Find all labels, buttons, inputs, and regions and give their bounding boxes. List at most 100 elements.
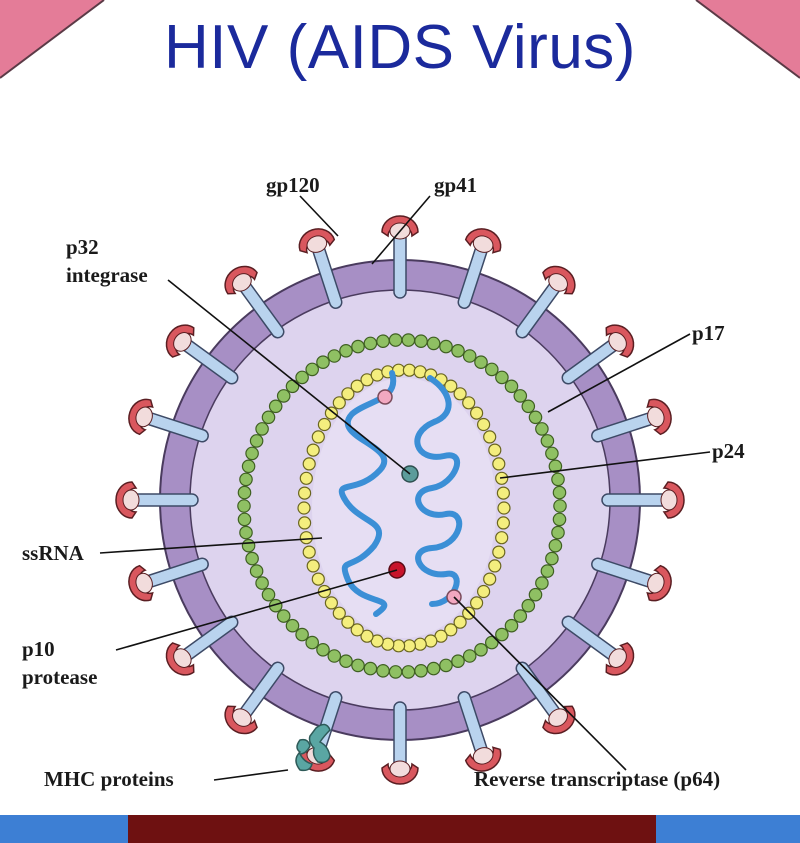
label-p32: p32 [66, 235, 99, 259]
p17-bead [237, 499, 251, 513]
gp120-knob [548, 273, 568, 292]
p17-bead [551, 472, 565, 487]
p17-bead [255, 422, 269, 436]
p17-bead [474, 642, 488, 657]
p24-bead [477, 584, 491, 599]
p24-bead [462, 396, 476, 410]
hiv-virus-diagram: gp120 gp41 p32 integrase p17 p24 ssRNA p… [22, 173, 745, 791]
p24-bead [297, 501, 311, 515]
gp120-knob [173, 332, 192, 352]
label-protease: protease [22, 665, 97, 689]
p24-bead [477, 417, 491, 432]
p17-bead [261, 587, 276, 602]
gp120-knob [647, 572, 665, 594]
p24-bead [302, 545, 316, 559]
gp120-knob [232, 273, 252, 292]
leader-mhc [213, 769, 289, 781]
p17-bead [245, 551, 259, 566]
p17-bead [426, 336, 441, 351]
gp120-knob [306, 235, 328, 253]
p17-bead [495, 370, 509, 385]
leader-p32 [167, 279, 411, 475]
p17-bead [504, 379, 519, 394]
p17-bead [255, 576, 269, 590]
p17-bead [484, 362, 499, 377]
p17-bead [504, 618, 519, 633]
p17-bead [528, 410, 543, 425]
p24-bead [324, 596, 338, 610]
p17-bead [276, 609, 291, 623]
p24-bead [453, 387, 467, 401]
p17-bead [351, 339, 365, 354]
label-gp41: gp41 [434, 173, 477, 197]
p24-bead [470, 596, 484, 610]
p24-bead [298, 486, 312, 500]
glycoprotein-spike [591, 398, 672, 443]
ssrna-strand-right [414, 375, 463, 607]
label-mhc-proteins: MHC proteins [44, 767, 174, 791]
corner-decoration-left [0, 0, 105, 79]
p17-bead [535, 422, 549, 436]
label-reverse-transcriptase: Reverse transcriptase (p64) [474, 767, 720, 791]
p17-bead [426, 661, 441, 676]
p24-bead [332, 606, 346, 620]
gp41-stalk [131, 493, 199, 507]
leader-p17 [547, 333, 691, 413]
mhc-protein [295, 723, 331, 772]
glycoprotein-spike [601, 481, 685, 519]
gp120-knob [173, 648, 192, 668]
p24-bead [350, 379, 364, 393]
p17-bead [305, 362, 319, 377]
p24-bead [444, 379, 458, 393]
p17-bead [552, 485, 567, 500]
p24-bead [299, 471, 313, 485]
p17-bead [241, 538, 256, 553]
p24-bead [350, 623, 364, 637]
p24-bead [298, 516, 312, 530]
glycoprotein-spike [591, 557, 672, 602]
p17-bead [521, 399, 536, 414]
p24-bead [341, 387, 355, 401]
leader-gp41 [371, 195, 431, 265]
p24-bead [360, 629, 374, 643]
p17-bead [339, 654, 353, 668]
label-leader-lines [99, 195, 711, 781]
gp120-knob [660, 489, 678, 511]
p17-bead [268, 399, 283, 414]
glycoprotein-spike [515, 661, 576, 735]
p17-bead [363, 336, 378, 351]
p17-bead [451, 654, 465, 668]
leader-p24 [499, 451, 711, 479]
glycoprotein-spike [298, 228, 343, 309]
p17-bead [376, 663, 390, 678]
gp120-knob [472, 747, 494, 765]
p17-bead [376, 334, 390, 348]
p24-bead [470, 406, 484, 420]
p17-bead [249, 564, 264, 578]
p24-bead [299, 531, 313, 545]
p17-bead [401, 665, 416, 679]
p17-bead [414, 334, 428, 348]
p17-bead [327, 349, 342, 363]
corner-decoration-right [695, 0, 800, 79]
p24-bead [496, 516, 510, 530]
p17-bead [474, 355, 488, 369]
p17-bead [339, 343, 353, 358]
p17-bead [552, 512, 567, 527]
leader-ssrna [99, 537, 323, 554]
glycoprotein-spike [165, 324, 239, 385]
p17-bead [540, 434, 555, 448]
leader-gp120 [299, 195, 339, 237]
p24-bead [302, 457, 316, 471]
p17-bead [249, 434, 264, 448]
p17-bead [241, 459, 256, 474]
glycoprotein-spike [457, 228, 502, 309]
p24-bead [453, 615, 467, 629]
p24-bead [488, 559, 502, 573]
gp120-knob [122, 489, 140, 511]
glycoprotein-spikes [115, 215, 685, 785]
p17-bead [305, 635, 319, 650]
gp120-knob [389, 760, 411, 778]
p17-bead [285, 618, 300, 633]
